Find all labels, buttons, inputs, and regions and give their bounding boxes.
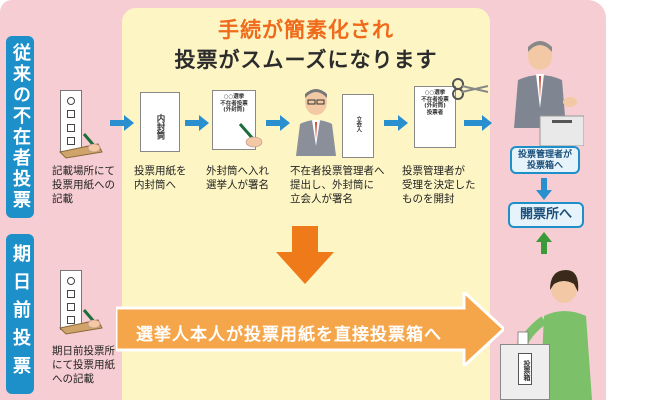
- step4-caption: 不在者投票管理者へ 提出し、外封筒に 立会人が署名: [290, 165, 385, 205]
- early-voting-label: 期日前投票: [10, 244, 31, 384]
- direct-ballot-banner-text: 選挙人本人が投票用紙を直接投票箱へ: [136, 325, 442, 345]
- witness-envelope-label: 立会人: [355, 116, 362, 133]
- ballot-box-icon: [67, 123, 75, 132]
- voter-woman-icon: [516, 270, 592, 400]
- voting-manager-official-icon: [514, 41, 584, 146]
- manager-ballot-box-note: 投票管理者が 投票箱へ: [510, 146, 580, 174]
- ballot-box-icon: [67, 302, 75, 311]
- witness-envelope-icon: 立会人: [342, 94, 374, 158]
- flow-arrow-icon: [384, 115, 408, 131]
- step2-caption: 投票用紙を 内封筒へ: [134, 165, 187, 191]
- outer-envelope-label: ○○選挙 不在者投票 (外封筒): [220, 94, 248, 113]
- flow-arrow-icon: [185, 115, 209, 131]
- step5-caption: 投票管理者が 受理を決定した ものを開封: [402, 165, 476, 205]
- flow-arrow-icon: [266, 115, 290, 131]
- traditional-absentee-label-box: 従来の不在者投票: [6, 36, 34, 218]
- big-down-arrow-icon: [276, 226, 334, 284]
- ballot-box-label: 投票箱: [518, 353, 532, 385]
- early-ballot-paper-icon: [60, 270, 82, 330]
- writing-desk-hand-icon: [58, 133, 103, 159]
- ballot-circle-icon: [67, 96, 75, 105]
- scissors-icon: [452, 78, 489, 100]
- counting-station-box: 開票所へ: [508, 202, 584, 228]
- ballot-paper-icon: [60, 90, 82, 152]
- final-envelope-icon: ○○選挙 不在者投票 (外封筒) 投票者: [414, 86, 456, 148]
- ballot-box-icon: [67, 315, 75, 324]
- heading-line-1: 手続が簡素化され: [218, 18, 394, 42]
- final-envelope-label: ○○選挙 不在者投票 (外封筒) 投票者: [421, 90, 449, 116]
- traditional-absentee-label: 従来の不在者投票: [10, 43, 31, 211]
- down-arrow-icon: [536, 178, 552, 200]
- heading-line-2: 投票がスムーズになります: [174, 48, 438, 72]
- inner-envelope-label: 内封筒: [155, 113, 165, 140]
- ballot-box-icon: [67, 137, 75, 146]
- early-voting-caption: 期日前投票所 にて投票用紙 への記載: [52, 345, 115, 385]
- absentee-manager-official-icon: [296, 89, 336, 156]
- direct-ballot-banner-arrow: [116, 292, 504, 366]
- ballot-box-icon: [67, 289, 75, 298]
- signing-hand-icon: [238, 123, 263, 148]
- ballot-box-icon: [67, 110, 75, 119]
- ballot-box-icon: 投票箱: [500, 344, 550, 400]
- step1-caption: 記載場所にて 投票用紙への 記載: [52, 165, 115, 205]
- early-voting-label-box: 期日前投票: [6, 234, 34, 394]
- up-arrow-icon: [536, 232, 552, 254]
- flow-arrow-icon: [464, 115, 492, 131]
- inner-envelope-icon: 内封筒: [140, 92, 180, 152]
- writing-desk-hand-icon: [58, 309, 103, 335]
- flow-arrow-icon: [110, 115, 134, 131]
- ballot-circle-icon: [67, 276, 75, 285]
- step3-caption: 外封筒へ入れ 選挙人が署名: [206, 165, 269, 191]
